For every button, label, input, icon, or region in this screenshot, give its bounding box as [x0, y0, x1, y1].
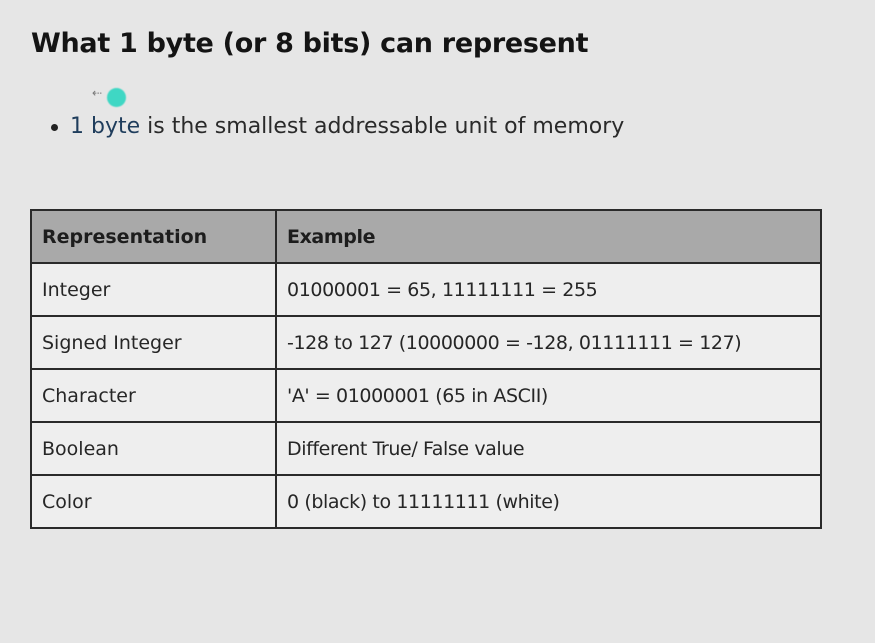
table-row: Color 0 (black) to 11111111 (white) — [30, 474, 822, 529]
table-row: Integer 01000001 = 65, 11111111 = 255 — [30, 262, 822, 317]
cell-representation: Color — [30, 474, 277, 529]
cell-representation: Integer — [30, 262, 277, 317]
cell-example: 0 (black) to 11111111 (white) — [275, 474, 822, 529]
cell-example: 'A' = 01000001 (65 in ASCII) — [275, 368, 822, 423]
cell-example: -128 to 127 (10000000 = -128, 01111111 =… — [275, 315, 822, 370]
cell-representation: Boolean — [30, 421, 277, 476]
bullet-dot-icon — [51, 124, 58, 131]
bullet-list: 1 byte is the smallest addressable unit … — [48, 112, 624, 142]
bullet-highlight-text: 1 byte — [70, 114, 141, 139]
table-row: Signed Integer -128 to 127 (10000000 = -… — [30, 315, 822, 370]
table-header-row: Representation Example — [30, 209, 822, 264]
bullet-text: is the smallest addressable unit of memo… — [140, 114, 625, 139]
cell-representation: Signed Integer — [30, 315, 277, 370]
cursor-pointer: ⇠ — [92, 86, 132, 108]
header-example: Example — [275, 209, 822, 264]
table-row: Character 'A' = 01000001 (65 in ASCII) — [30, 368, 822, 423]
bullet-item: 1 byte is the smallest addressable unit … — [48, 112, 624, 142]
header-representation: Representation — [30, 209, 277, 264]
slide-title: What 1 byte (or 8 bits) can represent — [31, 28, 589, 59]
cell-representation: Character — [30, 368, 277, 423]
cell-example: Different True/ False value — [275, 421, 822, 476]
table-row: Boolean Different True/ False value — [30, 421, 822, 476]
cursor-dot-icon — [107, 88, 126, 107]
representation-table: Representation Example Integer 01000001 … — [30, 209, 822, 529]
arrow-left-icon: ⇠ — [92, 86, 103, 100]
cell-example: 01000001 = 65, 11111111 = 255 — [275, 262, 822, 317]
